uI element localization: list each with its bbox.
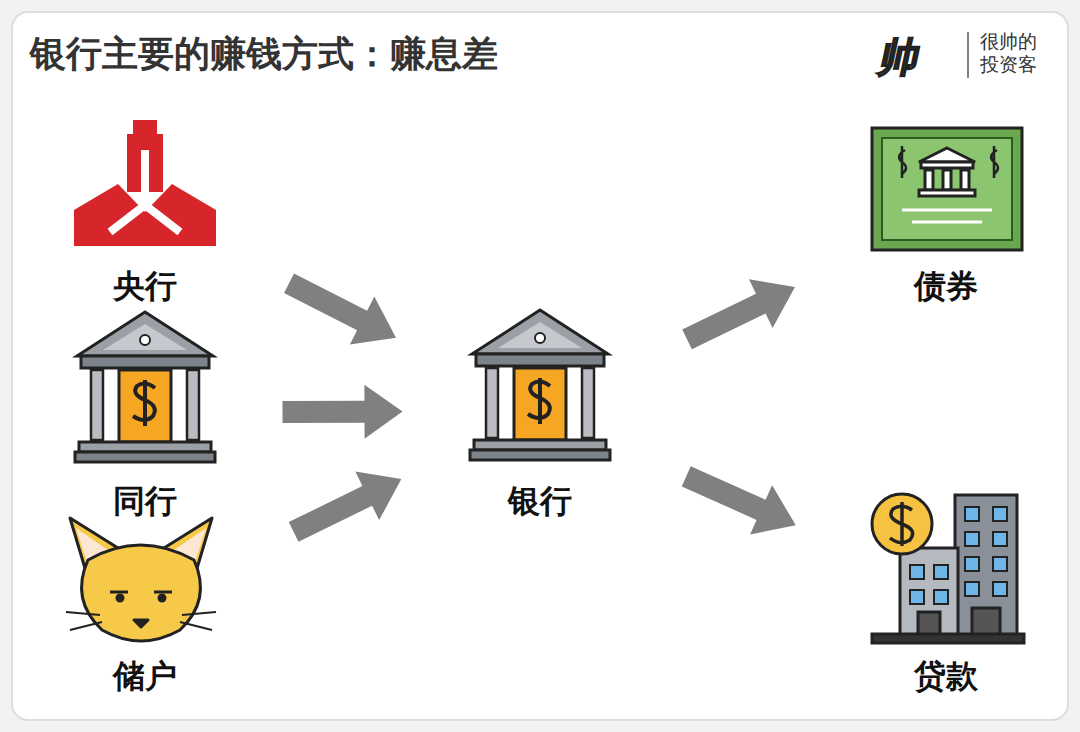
diagram-title: 银行主要的赚钱方式：赚息差 bbox=[30, 30, 498, 79]
node-label: 贷款 bbox=[914, 658, 978, 695]
block-arrow bbox=[282, 385, 402, 439]
bank-node: 银行 bbox=[460, 302, 620, 520]
node-label: 央行 bbox=[113, 268, 177, 305]
block-arrow bbox=[682, 279, 795, 349]
node-label: 储户 bbox=[113, 658, 177, 695]
entity-node: 央行 bbox=[65, 115, 225, 305]
node-label: 债券 bbox=[914, 268, 978, 305]
entity-node: 债券 bbox=[862, 122, 1030, 305]
block-arrow bbox=[284, 273, 396, 344]
brand-name: 很帅的 投资客 bbox=[980, 30, 1043, 76]
entity-node: 同行 bbox=[65, 305, 225, 520]
entity-node: 贷款 bbox=[862, 490, 1030, 695]
node-label: 银行 bbox=[508, 483, 572, 520]
block-arrow bbox=[682, 466, 796, 534]
logo-mark: 帅 bbox=[874, 30, 926, 85]
entity-node: 储户 bbox=[55, 515, 235, 695]
block-arrow bbox=[289, 472, 402, 542]
node-label: 同行 bbox=[113, 483, 177, 520]
